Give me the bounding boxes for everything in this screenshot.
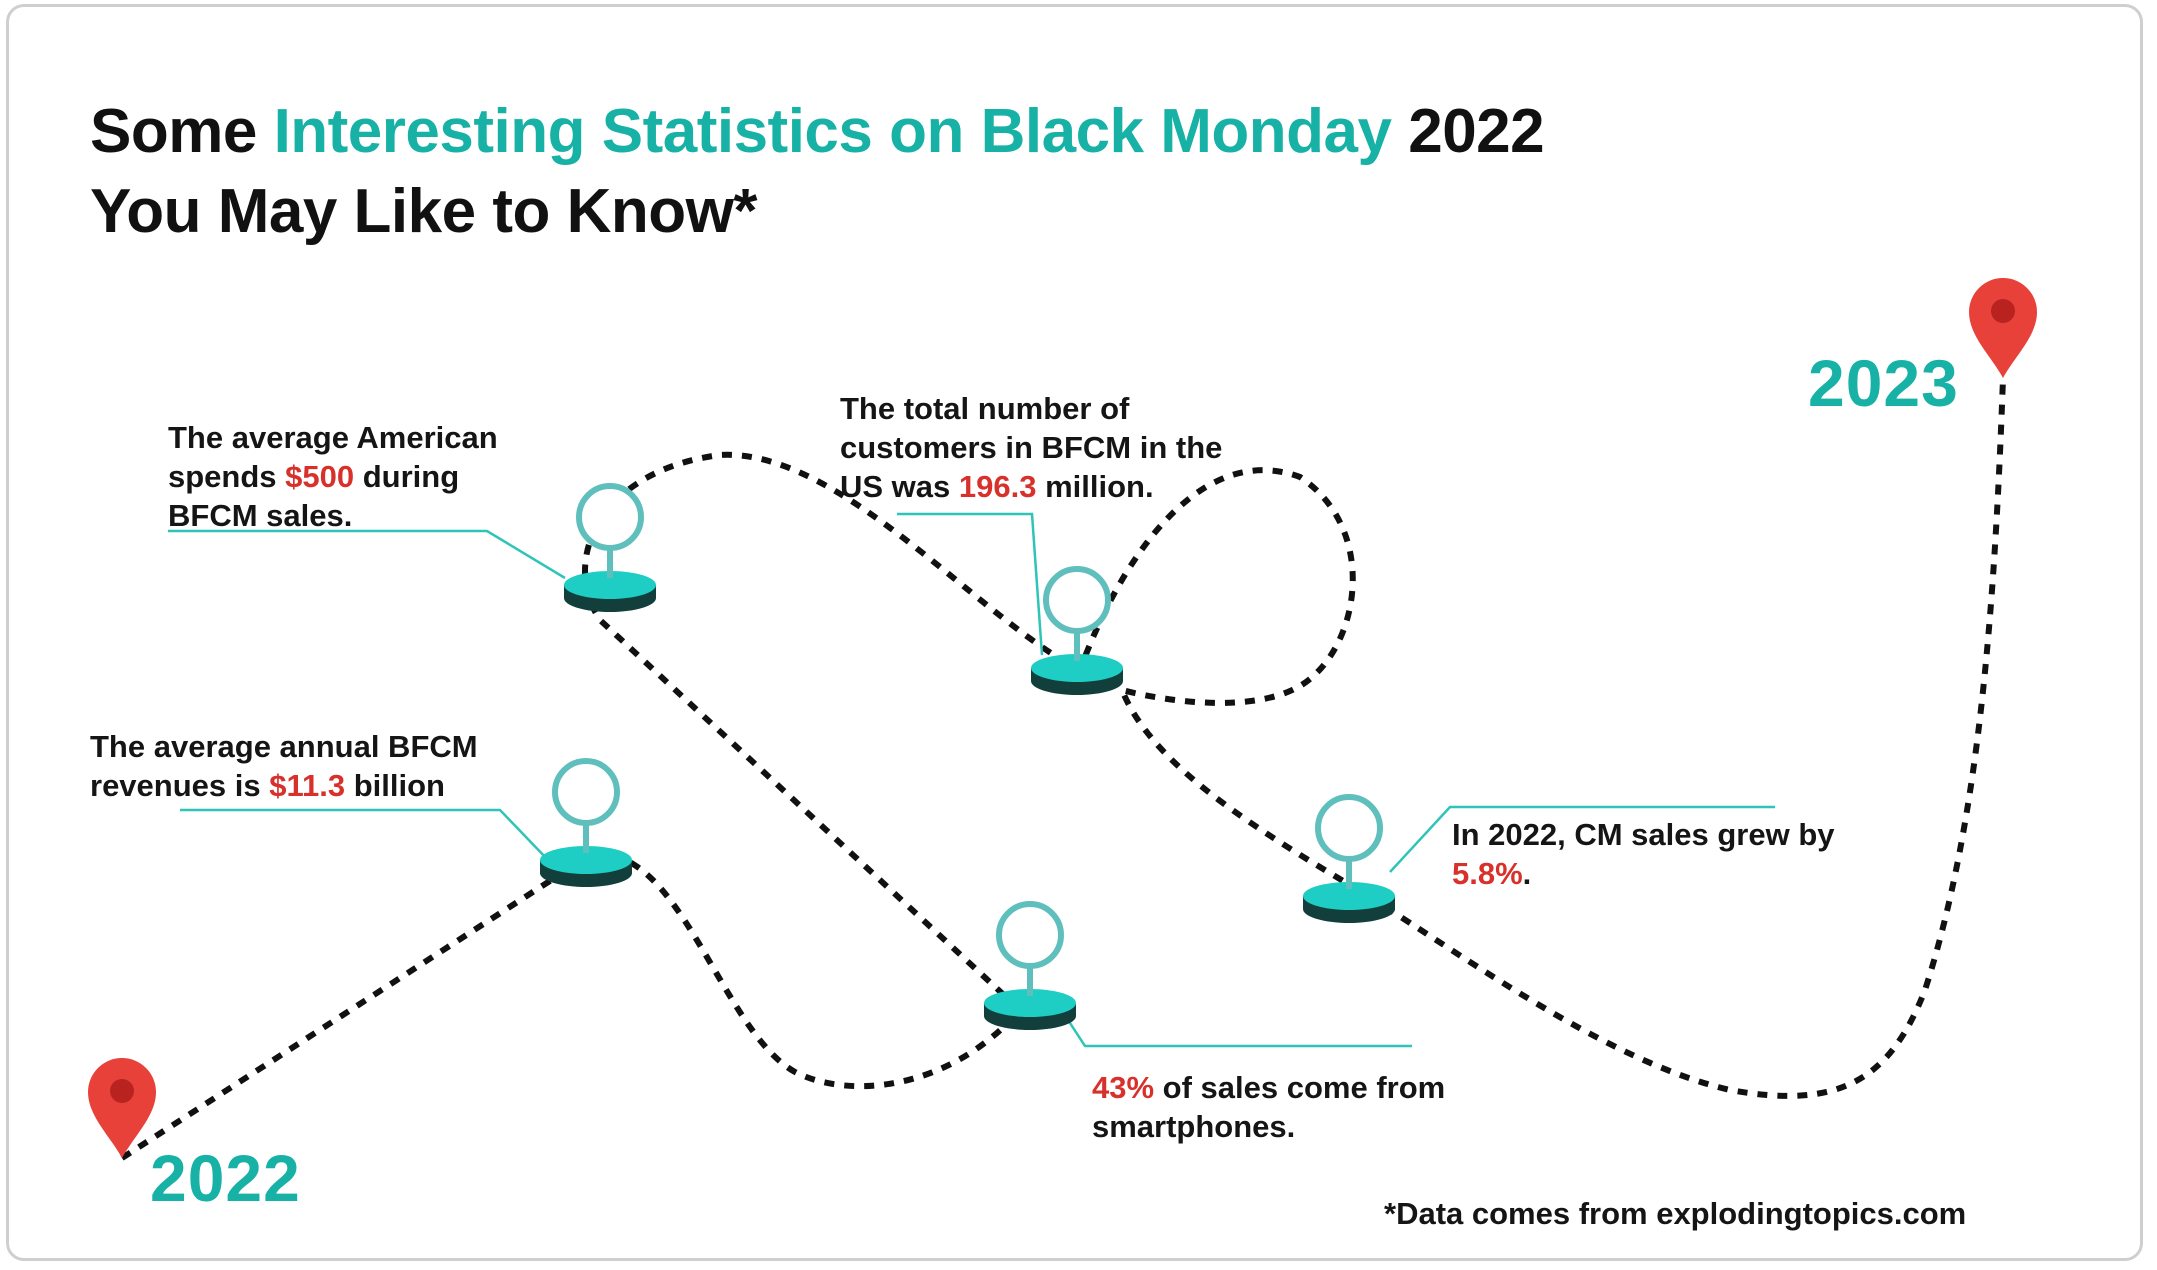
source-footnote: *Data comes from explodingtopics.com	[1384, 1196, 1967, 1231]
stat-average-spend: The average American spends $500 during …	[168, 420, 498, 533]
journey-path	[120, 377, 2006, 1161]
highlight-value: 5.8%	[1452, 856, 1523, 891]
stat-annual-revenue: The average annual BFCM revenues is $11.…	[90, 729, 478, 803]
title-accent: Interesting Statistics on Black Monday	[273, 97, 1392, 166]
leader-line-growth	[1389, 805, 1775, 873]
stat-smartphone-sales: 43% of sales come from smartphones.	[1092, 1070, 1446, 1144]
milestone-spend	[564, 483, 656, 612]
end-year-label: 2023	[1808, 346, 1959, 420]
start-year-label: 2022	[150, 1141, 301, 1215]
title-part1: Some	[90, 97, 274, 166]
milestone-marker-icon	[564, 483, 656, 612]
highlight-value: 43%	[1092, 1070, 1155, 1105]
stat-cm-sales-growth: In 2022, CM sales grew by 5.8%.	[1452, 817, 1835, 891]
milestone-marker-icon	[540, 758, 632, 887]
title-part2: 2022	[1391, 97, 1545, 166]
stat-total-customers: The total number of customers in BFCM in…	[840, 391, 1223, 504]
leader-line-smartphones	[1053, 999, 1412, 1048]
page-title: Some Interesting Statistics on Black Mon…	[90, 92, 1545, 252]
start-pin-icon	[88, 1058, 156, 1158]
highlight-value: $11.3	[269, 768, 346, 803]
milestone-marker-icon	[984, 901, 1076, 1030]
leader-line-spend	[168, 529, 566, 580]
title-line2: You May Like to Know*	[90, 177, 757, 246]
highlight-value: 196.3	[958, 469, 1037, 504]
milestone-revenue	[540, 758, 632, 887]
highlight-value: $500	[285, 459, 355, 494]
leader-lines	[168, 512, 1775, 1048]
milestone-growth	[1303, 794, 1395, 923]
milestone-marker-icon	[1031, 566, 1123, 695]
leader-line-customers	[897, 512, 1044, 656]
leader-line-revenue	[180, 808, 549, 861]
milestone-marker-icon	[1303, 794, 1395, 923]
end-pin-icon	[1969, 278, 2037, 378]
milestone-customers	[1031, 566, 1123, 695]
milestone-smartphones	[984, 901, 1076, 1030]
